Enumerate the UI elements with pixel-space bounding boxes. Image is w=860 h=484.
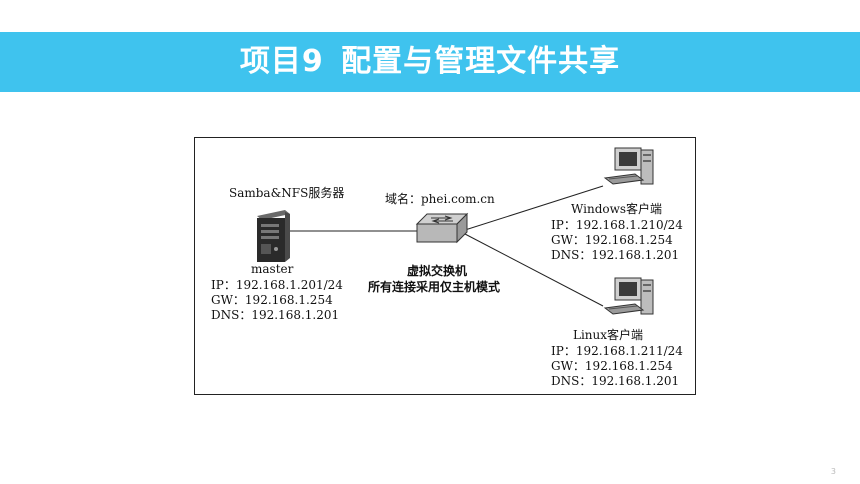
windows-client-heading: Windows客户端 <box>571 202 663 216</box>
page-number: 3 <box>830 467 836 476</box>
windows-client-gw: GW：192.168.1.254 <box>551 233 673 247</box>
title-prefix: 项目9 <box>239 44 324 79</box>
switch-domain: 域名：phei.com.cn <box>385 192 495 206</box>
server-dns: DNS：192.168.1.201 <box>211 308 340 322</box>
server-ip: IP：192.168.1.201/24 <box>211 278 343 292</box>
desktop-computer-icon <box>603 277 654 315</box>
server-name: master <box>251 262 294 276</box>
desktop-computer-icon <box>603 147 654 185</box>
page-title: 项目9 配置与管理文件共享 <box>0 32 860 92</box>
linux-client-dns: DNS：192.168.1.201 <box>551 374 680 388</box>
link-switch-linux <box>464 233 604 307</box>
network-switch-icon <box>415 212 469 244</box>
linux-client-gw: GW：192.168.1.254 <box>551 359 673 373</box>
diagram-canvas <box>257 147 654 315</box>
windows-client-dns: DNS：192.168.1.201 <box>551 248 680 262</box>
linux-client-heading: Linux客户端 <box>573 328 644 342</box>
title-main: 配置与管理文件共享 <box>341 44 621 79</box>
switch-mode: 所有连接采用仅主机模式 <box>368 280 501 294</box>
server-tower-icon <box>257 210 290 262</box>
windows-client-ip: IP：192.168.1.210/24 <box>551 218 683 232</box>
title-bar: 项目9 配置与管理文件共享 <box>0 32 860 92</box>
link-switch-windows <box>464 185 604 231</box>
network-diagram: Samba&NFS服务器 master IP：192.168.1.201/24 … <box>194 137 696 395</box>
server-gw: GW：192.168.1.254 <box>211 293 333 307</box>
server-heading: Samba&NFS服务器 <box>229 186 345 200</box>
linux-client-ip: IP：192.168.1.211/24 <box>551 344 683 358</box>
switch-name: 虚拟交换机 <box>407 264 468 278</box>
